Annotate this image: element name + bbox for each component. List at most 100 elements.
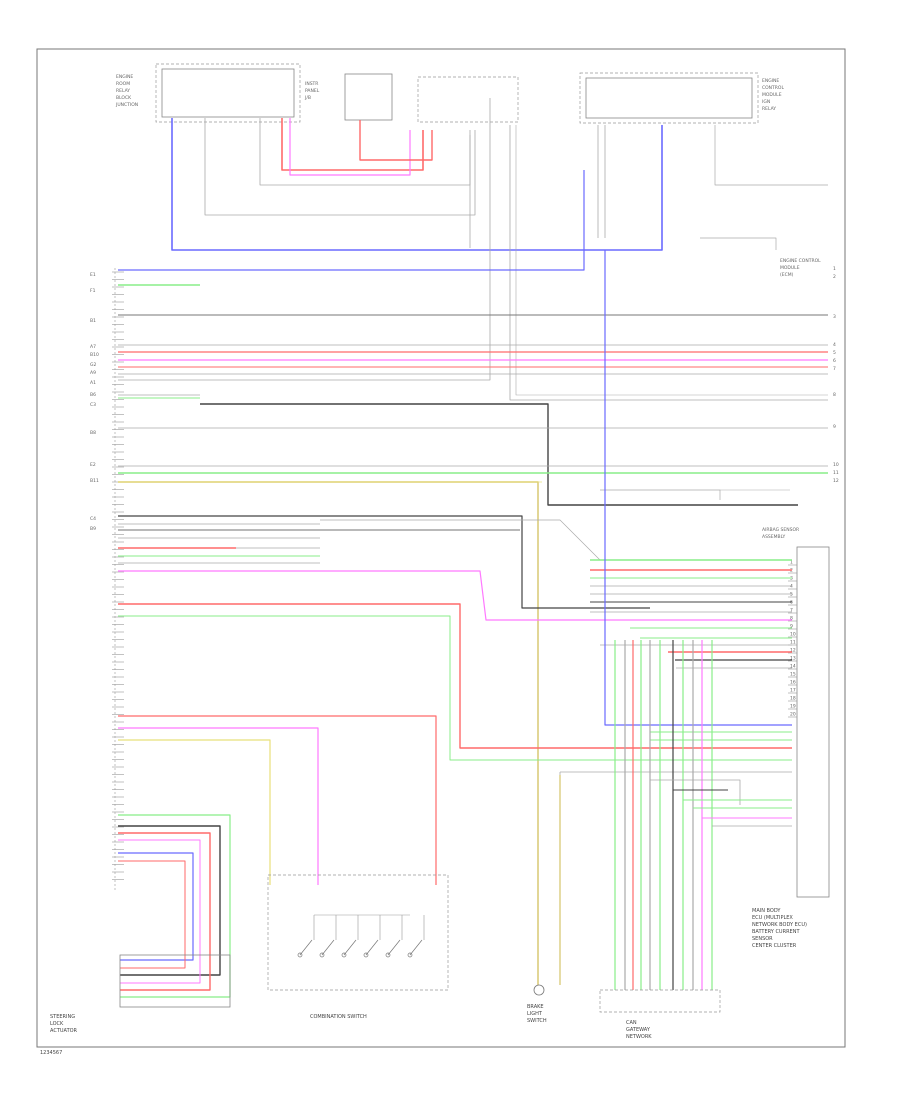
diagram-frame — [36, 48, 846, 1048]
tl-label-1: ROOM — [116, 81, 130, 87]
wire-pink-41 — [118, 570, 792, 621]
wire-pink-70 — [118, 839, 201, 984]
module-pin-label-12: 13 — [790, 656, 796, 662]
left-connector-pins — [112, 271, 124, 880]
right-connector-id-11: 12 — [833, 478, 839, 484]
wire-black-68 — [118, 825, 221, 976]
wire-red-69 — [118, 832, 211, 991]
bs-label-2: SWITCH — [527, 1018, 547, 1024]
module-pin-label-14: 15 — [790, 672, 796, 678]
wire-yellow-66 — [118, 739, 271, 885]
engine-room-relay-outline — [155, 63, 301, 123]
wire-blue-71 — [118, 852, 194, 961]
tr-label-1: CONTROL — [762, 85, 784, 91]
module-pin-label-6: 7 — [790, 608, 793, 614]
steering-lock-connector — [119, 954, 231, 1008]
wire-gray-5 — [204, 118, 476, 216]
module-pin-label-10: 11 — [790, 640, 796, 646]
switch-contact-2 — [341, 952, 347, 958]
tm-label-1: PANEL — [305, 88, 320, 94]
module-pin-label-7: 8 — [790, 616, 793, 622]
combination-switch-label: COMBINATION SWITCH — [310, 1014, 367, 1020]
right-connector-id-5: 6 — [833, 358, 836, 364]
left-connector-id-11: E2 — [90, 462, 96, 468]
wire-gray-84 — [650, 779, 741, 805]
left-connector-id-14: B9 — [90, 526, 96, 532]
module-pin-label-19: 20 — [790, 712, 796, 718]
tl-label-2: RELAY — [116, 88, 130, 94]
ab-label-1: ASSEMBLY — [762, 534, 786, 540]
tl-label-0: ENGINE — [116, 74, 133, 80]
wire-gray-9 — [515, 125, 828, 396]
wires — [118, 98, 828, 998]
tl-label-3: BLOCK — [116, 95, 132, 101]
top-left-block-label: ENGINE ROOM RELAY BLOCK JUNCTION — [115, 74, 138, 108]
right-connector-id-1: 2 — [833, 274, 836, 280]
bs-label-1: LIGHT — [527, 1011, 543, 1017]
engine-control-relay-block — [585, 77, 753, 119]
wire-green-51 — [118, 615, 792, 761]
can-gateway-label: CAN GATEWAY NETWORK — [626, 1020, 652, 1040]
left-connector-id-8: B6 — [90, 392, 96, 398]
rb-label-0: MAIN BODY — [752, 908, 781, 914]
module-pin-label-0: 1 — [790, 560, 793, 566]
wire-pink-2 — [289, 118, 411, 176]
rm-label-2: (ECM) — [780, 272, 794, 278]
right-connector-id-8: 9 — [833, 424, 836, 430]
brake-switch-symbol — [533, 984, 545, 996]
right-connector-id-6: 7 — [833, 366, 836, 372]
tr-label-0: ENGINE — [762, 78, 779, 84]
engine-room-relay-block — [161, 68, 295, 118]
wire-gray-12 — [714, 125, 828, 186]
switch-contact-0 — [297, 952, 303, 958]
top-right-block-label: ENGINE CONTROL MODULE IGN RELAY — [762, 78, 784, 112]
wire-gray-7 — [118, 98, 491, 381]
switch-contact-4 — [385, 952, 391, 958]
tl-label-4: JUNCTION — [115, 102, 138, 108]
steering-lock-label: STEERING LOCK ACTUATOR — [50, 1014, 78, 1034]
wire-red-72 — [118, 860, 186, 969]
wire-blue-14 — [118, 170, 585, 271]
wire-green-67 — [118, 814, 231, 998]
left-connector-id-6: A9 — [90, 370, 96, 376]
tr-label-2: MODULE — [762, 92, 782, 98]
switch-lever-3 — [365, 939, 379, 956]
cg-label-0: CAN — [626, 1020, 637, 1026]
left-connector-id-9: C3 — [90, 402, 96, 408]
rb-label-1: ECU (MULTIPLEX — [752, 915, 793, 921]
brake-light-switch: BRAKE LIGHT SWITCH — [527, 984, 547, 1024]
top-mid-block-label: INSTR PANEL J/B — [304, 81, 320, 101]
rm-label-1: MODULE — [780, 265, 800, 271]
bs-label-0: BRAKE — [527, 1004, 544, 1010]
module-pin-label-8: 9 — [790, 624, 793, 630]
main-body-ecu-box — [796, 546, 830, 898]
tr-label-4: RELAY — [762, 106, 776, 112]
wire-gray-13 — [700, 237, 777, 250]
left-connector-id-10: B8 — [90, 430, 96, 436]
right-connector-id-9: 10 — [833, 462, 839, 468]
switch-contact-3 — [363, 952, 369, 958]
wire-red-3 — [359, 120, 433, 161]
ab-label-0: AIRBAG SENSOR — [762, 527, 799, 533]
rb-label-3: BATTERY CURRENT — [752, 929, 800, 935]
module-pin-label-13: 14 — [790, 664, 796, 670]
module-pin-label-3: 4 — [790, 584, 793, 590]
rb-label-2: NETWORK BODY ECU) — [752, 922, 807, 928]
can-gateway-outline — [599, 989, 721, 1013]
module-pin-label-9: 10 — [790, 632, 796, 638]
switch-lever-0 — [299, 939, 313, 956]
rb-label-4: SENSOR — [752, 936, 773, 942]
wire-blue-0 — [171, 118, 663, 251]
left-connector-id-3: A7 — [90, 344, 96, 350]
module-pin-label-17: 18 — [790, 696, 796, 702]
wire-gray-42 — [320, 519, 601, 561]
rb-label-5: CENTER CLUSTER — [752, 943, 797, 949]
airbag-unit-label: AIRBAG SENSOR ASSEMBLY — [762, 527, 799, 540]
footer-code: 1234567 — [40, 1050, 62, 1056]
module-pin-label-15: 16 — [790, 680, 796, 686]
switch-contact-5 — [407, 952, 413, 958]
right-connector-id-2: 3 — [833, 314, 836, 320]
